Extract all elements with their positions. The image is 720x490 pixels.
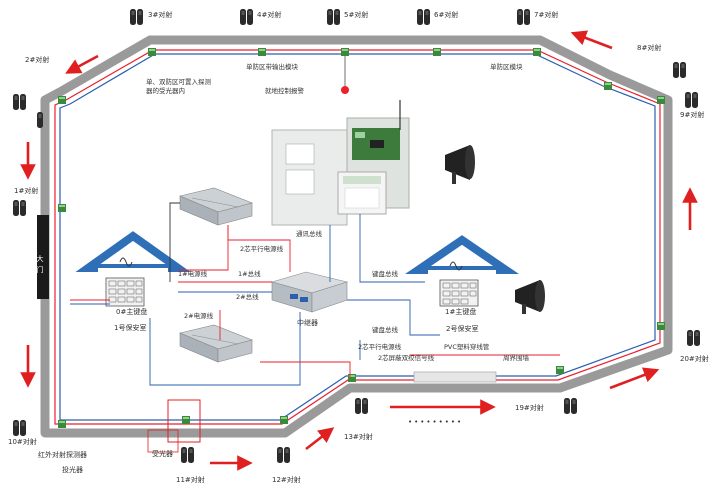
relay-device [270,271,349,313]
bus-2-label: 2#总线 [236,292,259,301]
label-d5: 5#对射 [344,10,368,19]
label-d10: 10#对射 [8,437,37,446]
detector-3 [130,9,143,25]
main-keypad-1-label: 1#主键盘 [445,307,476,316]
gate-label: 大门 [36,254,44,277]
siren-right-icon [515,280,545,314]
guard-room-2 [405,235,519,316]
continuation-dots: ••••••••• [408,418,463,426]
label-d20: 20#对射 [680,354,709,363]
single-dual-zone-note: 单、双防区可置入探测 器的受光器内 [146,77,213,95]
detector-5-pole [327,9,340,25]
comm-bus-label: 通讯总线 [296,229,323,238]
detector-9-pole [685,92,698,108]
keypad-grid-2 [442,282,477,305]
internal-wiring [70,202,560,386]
relay-label: 中继器 [297,318,318,327]
detector-left-upper [37,112,43,128]
detector-2-pole [13,94,26,110]
label-d6: 6#对射 [434,10,458,19]
label-d13: 13#对射 [344,432,373,441]
power-supply-1 [179,187,253,226]
detector-19-pole [564,398,577,414]
guard-room-1 [75,231,191,318]
label-d8: 8#对射 [637,43,661,52]
keypad-bus-bottom-label: 键盘总线 [372,325,399,334]
zone-module [58,48,665,428]
direction-arrows [20,30,698,471]
power-supply-2 [179,324,253,363]
label-d3: 3#对射 [148,10,172,19]
red-signal-line [54,49,661,425]
receiver-label: 受光器 [152,449,173,458]
receiver-callout-inner [147,429,179,453]
power-line-1-label: 1#电源线 [178,269,208,278]
keypad-grid-1 [108,280,143,303]
keypad-bus-top-label: 键盘总线 [372,269,399,278]
single-zone-output-label: 单防区带输出模块 [246,62,299,71]
alarm-control-panel [271,100,410,226]
local-alarm-icon [341,86,349,94]
detector-6-pole [417,9,430,25]
ir-detector-label: 红外对射探测器 [38,450,87,459]
label-d9: 9#对射 [680,110,704,119]
detector-1-pole [13,200,26,216]
detector-20-pole [687,330,700,346]
label-d12: 12#对射 [272,475,301,484]
power-line-2-label: 2#电源线 [184,311,214,320]
gate [37,215,49,299]
detector-10-pole [13,420,26,436]
detector-7-pole [517,9,530,25]
label-d2: 2#对射 [25,55,49,64]
siren-top-icon [445,145,475,184]
guard-room-2-label: 2号保安室 [446,324,478,333]
label-d1: 1#对射 [14,186,38,195]
pvc-pipe-label: PVC塑料穿线管 [444,342,490,351]
guard-room-1-label: 1号保安室 [114,323,146,332]
detector-13-pole [355,398,368,414]
perimeter-fence [40,35,673,438]
two-core-power-label: 2芯平行电源线 [240,244,284,253]
blue-signal-line [59,53,656,421]
detector-11-pole [181,447,194,463]
two-core-power-bottom-label: 2芯平行电源线 [358,342,402,351]
main-keypad-0-label: 0#主键盘 [116,307,147,316]
control-keypad [337,171,387,215]
detector-8-pole [673,62,686,78]
label-d7: 7#对射 [534,10,558,19]
wall-label: 周界围墙 [503,353,530,362]
receiver-callout [167,399,201,443]
single-zone-module-label: 单防区模块 [490,62,523,71]
detector-12-pole [277,447,290,463]
pvc-pipe [413,371,497,383]
label-d11: 11#对射 [176,475,205,484]
local-alarm-label: 就地控制报警 [265,86,305,95]
transmitter-label: 投光器 [62,465,83,474]
detector-4-pole [240,9,253,25]
label-d19: 19#对射 [515,403,544,412]
label-d4: 4#对射 [257,10,281,19]
shielded-twisted-label: 2芯屏蔽双绞信号线 [378,353,435,362]
bus-1-label: 1#总线 [238,269,261,278]
